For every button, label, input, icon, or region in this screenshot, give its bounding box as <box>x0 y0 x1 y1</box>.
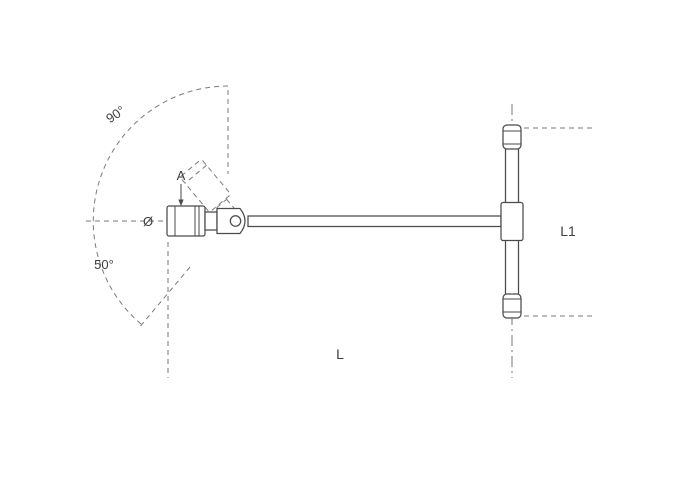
label-dim-a: A <box>177 168 186 183</box>
socket-head <box>166 205 206 237</box>
label-angle-90: 90° <box>103 103 128 126</box>
t-handle <box>500 124 524 319</box>
swivel-arc <box>92 85 229 325</box>
shaft <box>247 215 502 228</box>
dimension-labels: 90° 50° A Ø L L1 <box>94 103 576 362</box>
joint-neck <box>204 211 218 231</box>
label-dim-l: L <box>336 346 344 362</box>
handle-bottom-cap <box>502 293 522 319</box>
universal-joint <box>204 207 246 235</box>
angle-50-reference-line <box>137 266 191 330</box>
dim-a-arrowhead <box>178 199 184 206</box>
label-angle-50: 50° <box>94 257 114 272</box>
joint-pivot <box>229 215 242 227</box>
label-dim-l1: L1 <box>560 223 576 239</box>
handle-top-cap <box>502 124 522 150</box>
ghost-socket-body <box>180 159 231 213</box>
ghost-socket-face-line <box>184 164 207 184</box>
label-dim-diameter: Ø <box>143 214 153 229</box>
handle-collar <box>500 201 524 242</box>
wrench-body <box>166 124 524 319</box>
